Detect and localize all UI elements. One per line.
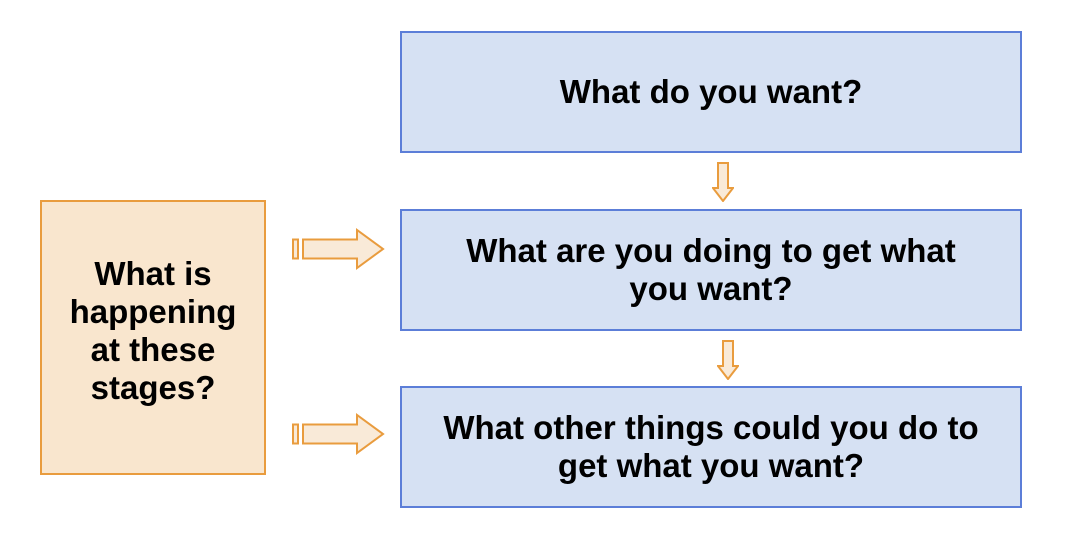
flow-box-line: What are you doing to get what xyxy=(466,232,956,269)
flow-box-what-are-you-doing: What are you doing to get what you want? xyxy=(400,209,1022,331)
down-arrow-icon xyxy=(715,340,741,381)
side-question-box: What is happening at these stages? xyxy=(40,200,266,475)
side-question-line: What is xyxy=(94,254,212,292)
side-question-line: stages? xyxy=(90,368,216,406)
flow-box-what-do-you-want: What do you want? xyxy=(400,31,1022,153)
flow-box-line: What do you want? xyxy=(559,73,863,110)
side-question-line: happening xyxy=(69,292,237,330)
striped-right-arrow-icon xyxy=(291,413,385,455)
flow-box-line: What other things could you do to xyxy=(443,409,979,446)
striped-right-arrow-icon xyxy=(291,228,385,270)
flow-box-line: you want? xyxy=(629,270,793,307)
flow-box-line: get what you want? xyxy=(557,447,865,484)
down-arrow-icon xyxy=(710,162,736,203)
flow-box-what-other-things: What other things could you do to get wh… xyxy=(400,386,1022,508)
side-question-line: at these xyxy=(90,330,216,368)
